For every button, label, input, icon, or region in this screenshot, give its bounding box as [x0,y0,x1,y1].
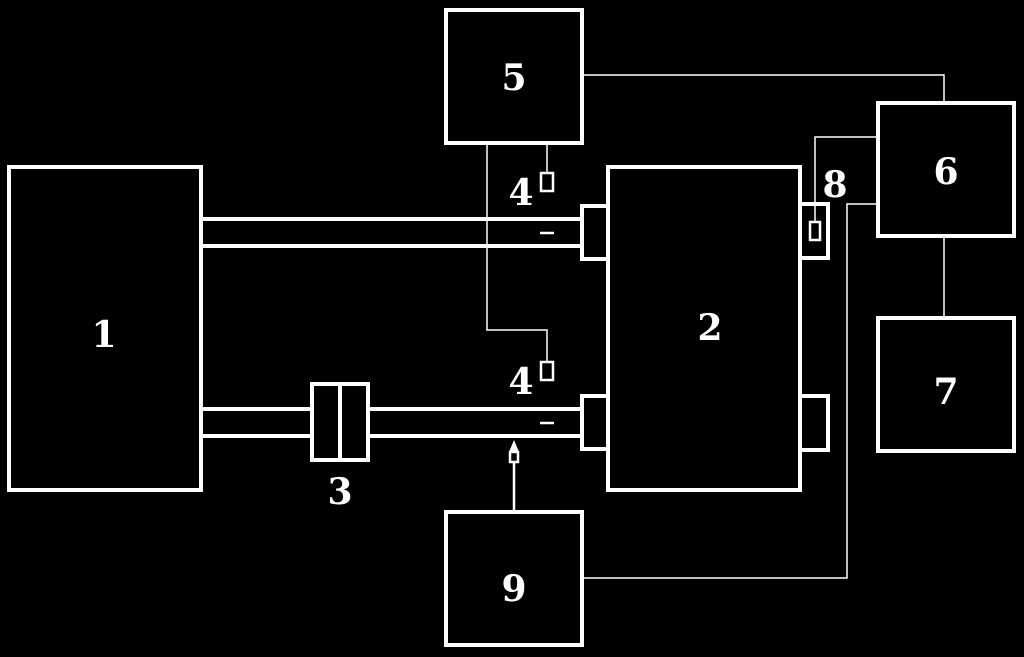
sensor-4-top: 4 [508,171,555,214]
block-6: 6 [876,101,1016,238]
coupling-3-label: 3 [327,471,352,513]
sensor-4-top-label: 4 [508,172,533,214]
sensor-4-bottom-label: 4 [508,361,533,403]
sensor-wires [486,143,548,362]
lower-shaft [201,394,610,451]
probe-9 [508,440,520,512]
block-1: 1 [7,165,203,492]
block-7: 7 [876,316,1016,453]
block-2: 2 [606,165,802,492]
block-5-label: 5 [501,57,526,99]
block-7-label: 7 [933,371,958,413]
sensor-8-label: 8 [822,164,847,206]
block-2-right-stubs: 8 [798,164,848,452]
block-6-label: 6 [933,151,958,193]
block-2-label: 2 [697,307,722,349]
signal-wires [582,74,945,579]
coupling-3: 3 [310,382,370,513]
block-9: 9 [444,510,584,647]
upper-shaft [201,204,610,261]
block-5: 5 [444,8,584,145]
block-9-label: 9 [501,568,526,610]
block-1-label: 1 [91,314,116,356]
sensor-4-bottom: 4 [508,360,555,403]
